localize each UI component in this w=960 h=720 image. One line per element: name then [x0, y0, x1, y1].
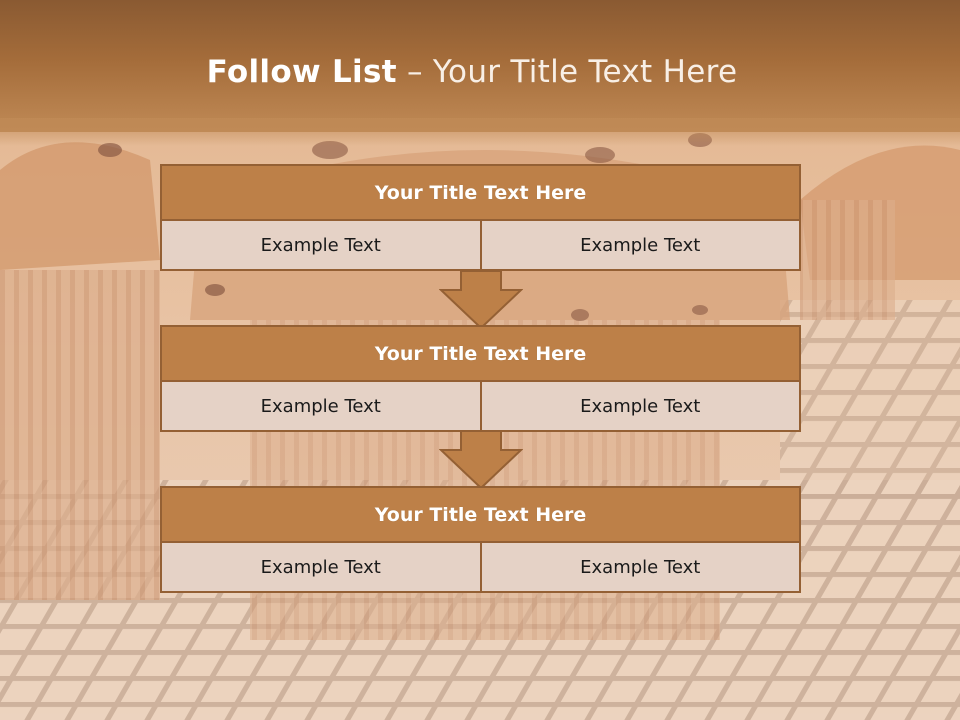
- block-row: Example Text Example Text: [160, 543, 801, 593]
- block-heading: Your Title Text Here: [160, 325, 801, 382]
- block-cell-left: Example Text: [260, 395, 381, 417]
- flow-block-2: Your Title Text Here Example Text Exampl…: [160, 325, 801, 432]
- block-cell-right: Example Text: [479, 221, 800, 269]
- block-cell-right: Example Text: [479, 382, 800, 430]
- flow-block-1: Your Title Text Here Example Text Exampl…: [160, 164, 801, 271]
- block-cell-left: Example Text: [260, 234, 381, 256]
- slide-title: Follow List – Your Title Text Here: [0, 54, 944, 90]
- block-cell-right: Example Text: [479, 543, 800, 591]
- down-arrow-icon: [439, 430, 523, 490]
- down-arrow-icon: [439, 270, 523, 330]
- slide-title-rest: – Your Title Text Here: [396, 54, 738, 90]
- title-band: [0, 0, 960, 146]
- block-heading: Your Title Text Here: [160, 164, 801, 221]
- block-cell-left: Example Text: [260, 556, 381, 578]
- flow-block-3: Your Title Text Here Example Text Exampl…: [160, 486, 801, 593]
- block-row: Example Text Example Text: [160, 221, 801, 271]
- slide-title-bold: Follow List: [206, 54, 397, 90]
- block-heading: Your Title Text Here: [160, 486, 801, 543]
- block-row: Example Text Example Text: [160, 382, 801, 432]
